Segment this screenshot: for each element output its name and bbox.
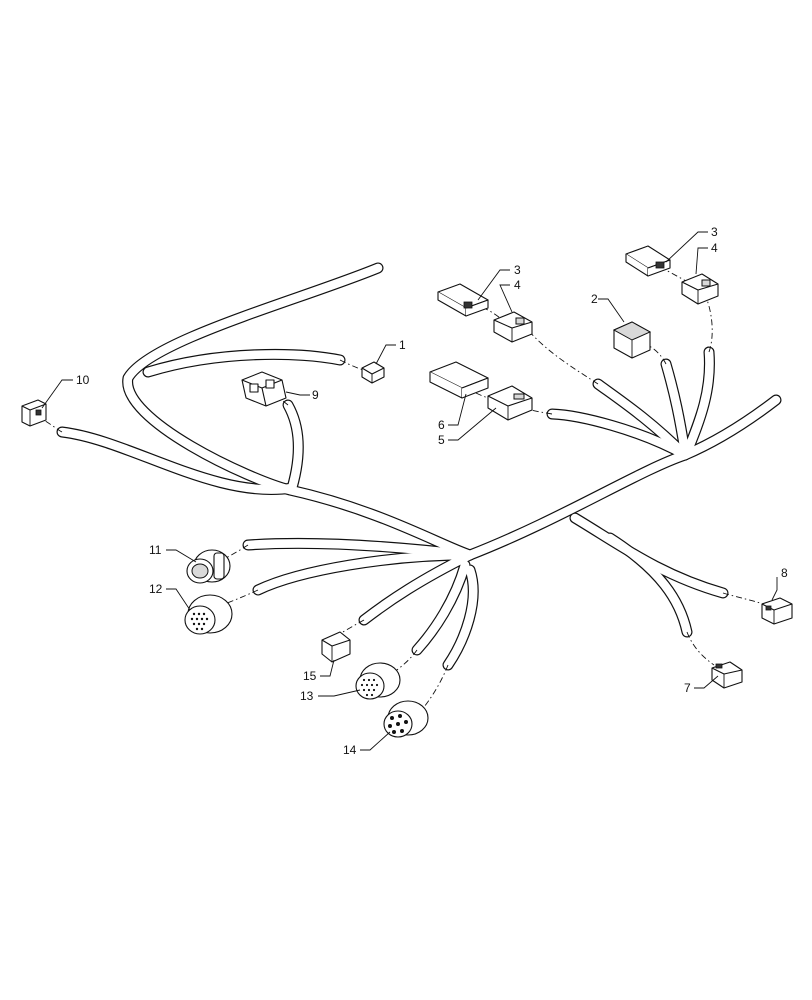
callout-11: 11 [149,543,162,557]
callout-9: 9 [312,388,319,402]
connector-2[interactable] [612,321,652,359]
connector-6[interactable] [429,361,489,399]
callout-13: 13 [300,689,314,703]
connector-4-upper-left[interactable] [493,311,533,343]
connector-7[interactable] [711,661,743,689]
connector-11-round[interactable] [186,549,231,584]
callout-5: 5 [438,433,445,447]
callout-leaders [41,231,778,751]
callout-10: 10 [76,373,90,387]
connector-14-round[interactable] [383,700,429,738]
connector-12-round[interactable] [184,594,233,635]
callout-4-right: 4 [711,241,718,255]
connector-4-upper-right[interactable] [681,273,719,305]
callout-3-right: 3 [711,225,718,239]
callout-6: 6 [438,418,445,432]
connector-1[interactable] [361,361,385,384]
connector-8[interactable] [761,597,793,625]
callout-14: 14 [343,743,357,757]
callout-7: 7 [684,681,691,695]
callout-labels: 1 2 3 3 4 4 5 6 7 8 9 10 11 12 13 14 15 [76,225,788,757]
callout-1: 1 [399,338,406,352]
connector-3-upper-left[interactable] [437,283,489,317]
connector-13-round[interactable] [355,662,401,700]
callout-2: 2 [591,292,598,306]
connector-15[interactable] [321,631,351,663]
connector-9[interactable] [241,371,287,407]
callout-4-left: 4 [514,278,521,292]
callout-3-left: 3 [514,263,521,277]
callout-12: 12 [149,582,163,596]
connector-5[interactable] [487,385,533,421]
callout-8: 8 [781,566,788,580]
connection-leaders [39,266,767,713]
connector-10[interactable] [21,399,47,427]
callout-15: 15 [303,669,317,683]
connector-3-upper-right[interactable] [625,245,671,277]
harness-wires [56,262,782,671]
